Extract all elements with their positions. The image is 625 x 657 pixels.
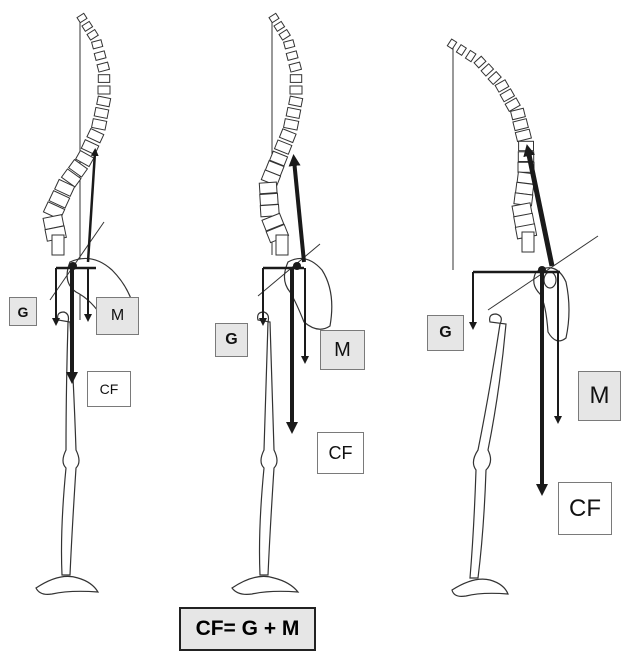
vertebra bbox=[286, 107, 301, 118]
vertebra bbox=[495, 80, 509, 92]
vertebra bbox=[290, 75, 301, 83]
pelvis bbox=[258, 244, 332, 329]
vertebra bbox=[284, 40, 295, 49]
contact-force-label-1: CF bbox=[87, 371, 131, 407]
vertebra bbox=[98, 75, 109, 83]
vertebra bbox=[513, 119, 528, 131]
vertebra bbox=[289, 62, 301, 72]
gravity-label-1: G bbox=[9, 297, 37, 326]
spine-vertebrae bbox=[447, 39, 536, 252]
vertebra bbox=[274, 21, 285, 31]
vertebra bbox=[259, 182, 277, 194]
vertebra bbox=[289, 96, 303, 107]
vertebra bbox=[97, 96, 111, 107]
vertebra bbox=[98, 86, 110, 94]
vertebra bbox=[87, 129, 104, 143]
figure-2-forward-lean bbox=[232, 13, 332, 594]
vertebra bbox=[276, 235, 288, 255]
vertebra bbox=[274, 140, 291, 154]
vertebra bbox=[519, 141, 534, 150]
vertebra bbox=[77, 13, 87, 22]
vertebra bbox=[87, 30, 98, 40]
vertebra bbox=[511, 108, 526, 120]
vertebra bbox=[481, 64, 493, 76]
vertebra bbox=[279, 129, 296, 143]
formula-box: CF= G + M bbox=[179, 607, 316, 651]
vertebra bbox=[447, 39, 456, 49]
contact-force-label-3: CF bbox=[558, 482, 612, 535]
vertebra bbox=[82, 21, 93, 31]
vertebra bbox=[284, 119, 299, 130]
vertebra bbox=[260, 193, 278, 205]
vertebra bbox=[279, 30, 290, 40]
muscle-label-3: M bbox=[578, 371, 621, 421]
spine-vertebrae bbox=[259, 13, 302, 255]
vertebra bbox=[465, 50, 475, 61]
contact-force-label-2: CF bbox=[317, 432, 364, 474]
vertebra bbox=[456, 45, 466, 56]
muscle-label-2: M bbox=[320, 330, 365, 370]
vertebra bbox=[52, 235, 64, 255]
vertebra bbox=[92, 40, 103, 49]
vertebra bbox=[290, 86, 302, 94]
vertebra bbox=[522, 232, 534, 252]
vertebra bbox=[515, 129, 531, 141]
leg-bones bbox=[36, 312, 98, 594]
vertebra bbox=[94, 51, 106, 61]
vertebra bbox=[286, 51, 298, 61]
muscle-label-1: M bbox=[96, 297, 139, 335]
vertebra bbox=[474, 56, 486, 68]
vertebra bbox=[97, 62, 109, 72]
spine-vertebrae bbox=[43, 13, 111, 255]
vertebra bbox=[92, 119, 107, 130]
gravity-label-2: G bbox=[215, 323, 248, 357]
vertebra bbox=[94, 107, 109, 118]
vertebra bbox=[269, 13, 279, 22]
gravity-label-3: G bbox=[427, 315, 464, 351]
